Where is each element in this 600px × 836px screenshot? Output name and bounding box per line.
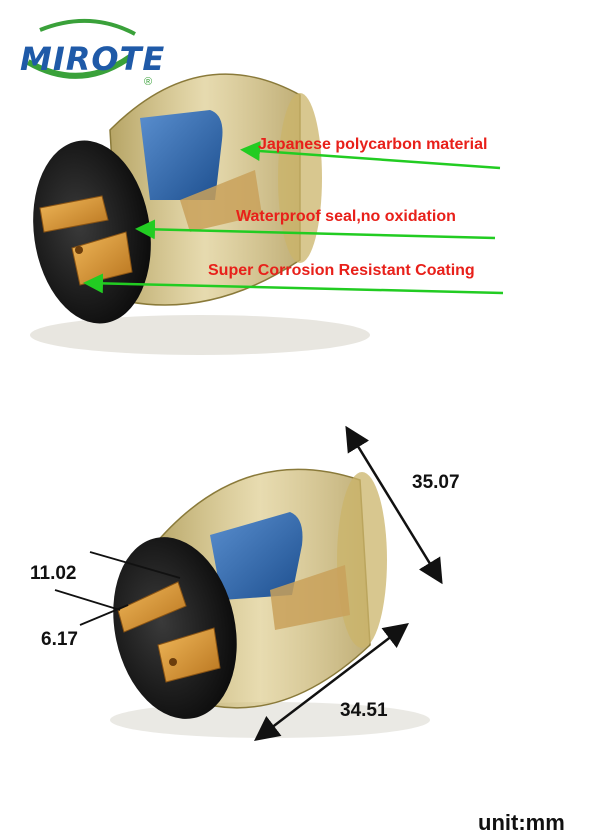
height-dimension-arrow bbox=[345, 425, 443, 585]
pin-lower-2 bbox=[157, 627, 221, 683]
callout-corrosion: Super Corrosion Resistant Coating bbox=[208, 262, 475, 279]
relay-photo-top bbox=[30, 73, 504, 355]
shell-end bbox=[278, 93, 322, 263]
dimension-pin-width: 6.17 bbox=[41, 629, 78, 650]
callout-waterproof: Waterproof seal,no oxidation bbox=[236, 208, 456, 225]
relay-photo-bottom bbox=[54, 425, 443, 742]
pin-hole-2 bbox=[169, 658, 177, 666]
pin-hole bbox=[75, 246, 83, 254]
pin-length-leader-2 bbox=[54, 589, 121, 611]
shell-end-2 bbox=[337, 472, 387, 648]
diameter-dimension-arrow bbox=[254, 622, 409, 742]
pin-upper bbox=[39, 195, 109, 233]
feature-photo-panel: MIROTE ® Japanese polycarbon material Wa… bbox=[0, 0, 600, 392]
callout-polycarbon: Japanese polycarbon material bbox=[258, 136, 488, 153]
pin-lower bbox=[71, 231, 133, 286]
callout-arrow-1 bbox=[240, 141, 501, 170]
brand-logo: MIROTE ® bbox=[10, 12, 164, 88]
dimension-diameter: 34.51 bbox=[340, 700, 388, 721]
callout-arrow-2 bbox=[135, 219, 496, 240]
callout-arrow-3 bbox=[83, 273, 504, 295]
pin-length-leader-1 bbox=[89, 551, 181, 579]
logo-text: MIROTE bbox=[20, 40, 166, 78]
base-cap bbox=[33, 140, 151, 324]
dimension-height: 35.07 bbox=[412, 472, 460, 493]
unit-label: unit:mm bbox=[478, 810, 565, 835]
registered-mark: ® bbox=[144, 76, 153, 88]
pin-upper-2 bbox=[117, 581, 187, 633]
dimension-photo-panel: unit:mm bbox=[0, 400, 600, 835]
pin-width-leader bbox=[79, 604, 129, 626]
panel-divider bbox=[0, 392, 600, 400]
capacitor-2 bbox=[210, 512, 303, 600]
logo-swoosh-icon bbox=[26, 18, 136, 79]
capacitor bbox=[140, 110, 223, 200]
bracket bbox=[180, 170, 262, 232]
shadow-top bbox=[30, 315, 370, 355]
bracket-2 bbox=[270, 565, 350, 630]
dimension-pin-length: 11.02 bbox=[30, 563, 77, 584]
base-cap-2 bbox=[113, 537, 237, 719]
